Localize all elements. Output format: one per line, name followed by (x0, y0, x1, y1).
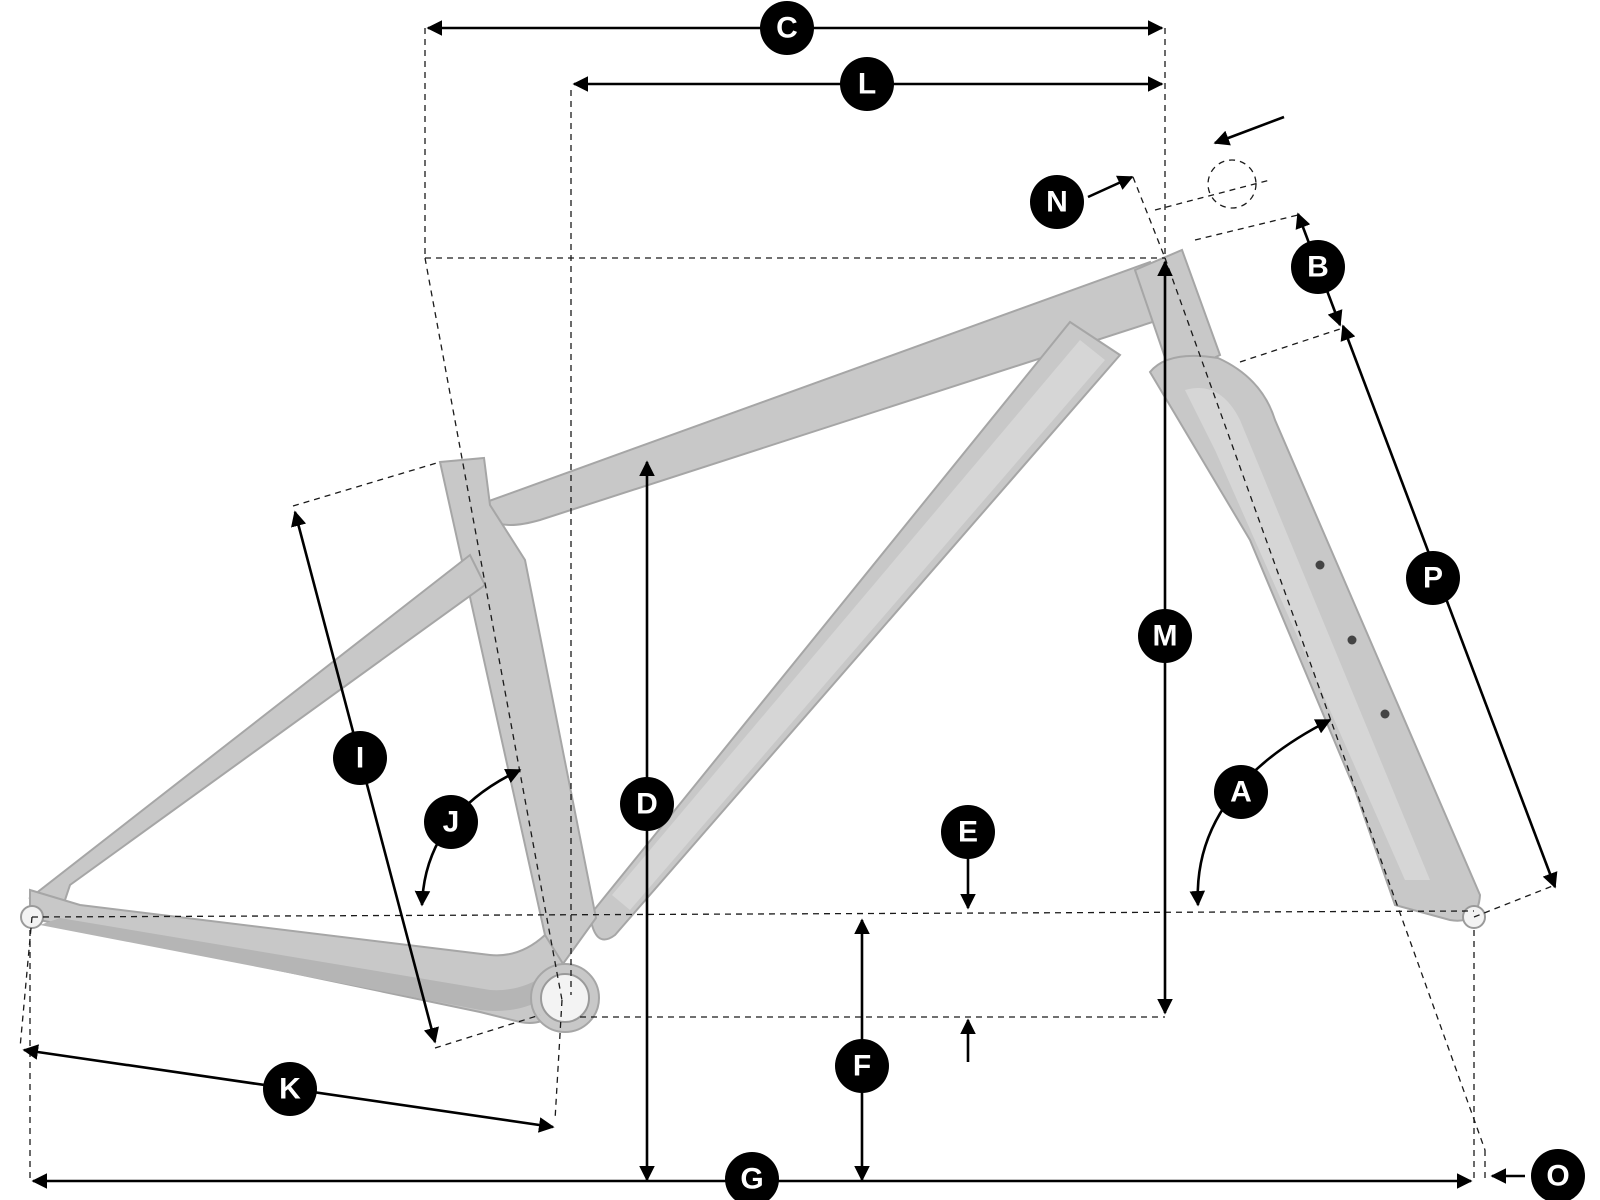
badge-m: M (1138, 609, 1192, 663)
dim-line-p (1340, 324, 1558, 889)
badge-c: C (760, 1, 814, 55)
badge-l: L (840, 57, 894, 111)
dim-line-n-right (1213, 115, 1285, 146)
badge-b-label: B (1307, 251, 1329, 284)
badge-i-label: I (356, 742, 364, 775)
badge-k-label: K (279, 1073, 301, 1106)
badge-n-label: N (1046, 186, 1068, 219)
badge-m-label: M (1153, 620, 1178, 653)
badge-f: F (835, 1039, 889, 1093)
dim-arc-a (1189, 718, 1332, 907)
badge-d-label: D (636, 788, 658, 821)
badge-o-label: O (1546, 1160, 1569, 1193)
badge-g-label: G (740, 1163, 763, 1196)
badge-n: N (1030, 175, 1084, 229)
badge-e: E (941, 805, 995, 859)
fork-bolt (1380, 709, 1390, 719)
badge-a-label: A (1230, 776, 1252, 809)
seat-stay (28, 553, 487, 917)
badge-e-label: E (958, 816, 978, 849)
badge-f-label: F (853, 1050, 871, 1083)
dim-line-n (1087, 175, 1134, 199)
badge-j: J (424, 795, 478, 849)
badge-l-label: L (858, 68, 876, 101)
badge-i: I (333, 731, 387, 785)
badge-a: A (1214, 765, 1268, 819)
seat-tube (438, 456, 598, 970)
badge-j-label: J (443, 806, 460, 839)
badge-g: G (725, 1152, 779, 1200)
badge-p: P (1406, 551, 1460, 605)
fork-bolt (1315, 560, 1325, 570)
badge-d: D (620, 777, 674, 831)
badge-o: O (1531, 1149, 1585, 1200)
badge-b: B (1291, 240, 1345, 294)
badge-p-label: P (1423, 562, 1443, 595)
badge-k: K (263, 1062, 317, 1116)
guide-lines (19, 28, 1556, 1183)
badges: C L N B P M A E (263, 1, 1585, 1200)
fork-bolt (1347, 635, 1357, 645)
bike-frame (20, 248, 1486, 1033)
badge-c-label: C (776, 12, 798, 45)
